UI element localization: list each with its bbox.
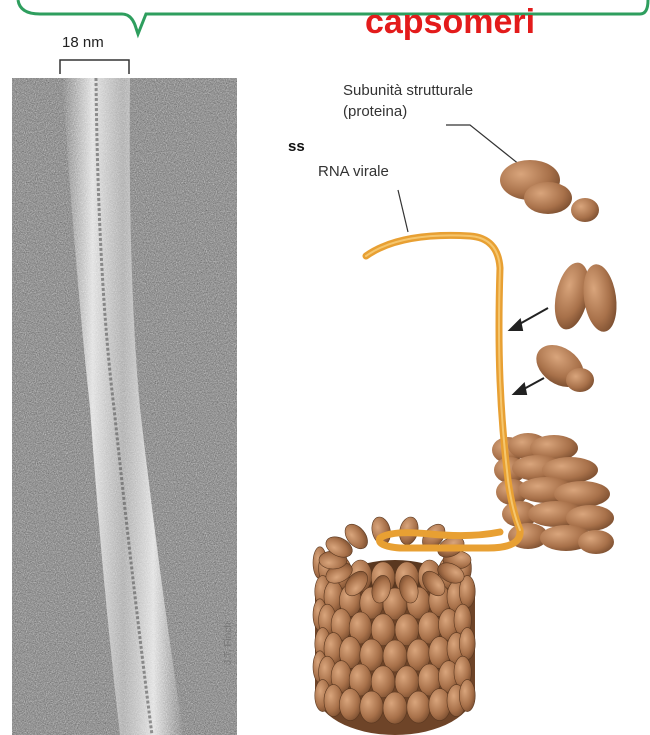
photo-credit: J.T. Finch — [223, 622, 234, 665]
scale-bar — [55, 56, 135, 76]
title: capsomeri — [350, 2, 550, 42]
arrow-1 — [510, 308, 548, 330]
protein-subunit — [339, 689, 361, 721]
electron-micrograph — [12, 78, 237, 735]
tmv-schematic — [240, 80, 650, 735]
protein-subunit — [459, 628, 475, 660]
free-subunit-3 — [528, 336, 594, 395]
rna-leader-line — [398, 190, 408, 232]
free-subunit-1 — [500, 160, 599, 222]
scale-label: 18 nm — [62, 34, 104, 51]
protein-subunit — [360, 691, 383, 723]
arrow-2 — [514, 378, 544, 394]
protein-subunit — [459, 680, 475, 712]
rna-strand — [366, 235, 520, 548]
subunit-leader-line — [446, 125, 520, 165]
protein-subunit — [383, 692, 407, 724]
protein-subunit — [407, 691, 430, 723]
free-subunit-2 — [549, 259, 620, 333]
